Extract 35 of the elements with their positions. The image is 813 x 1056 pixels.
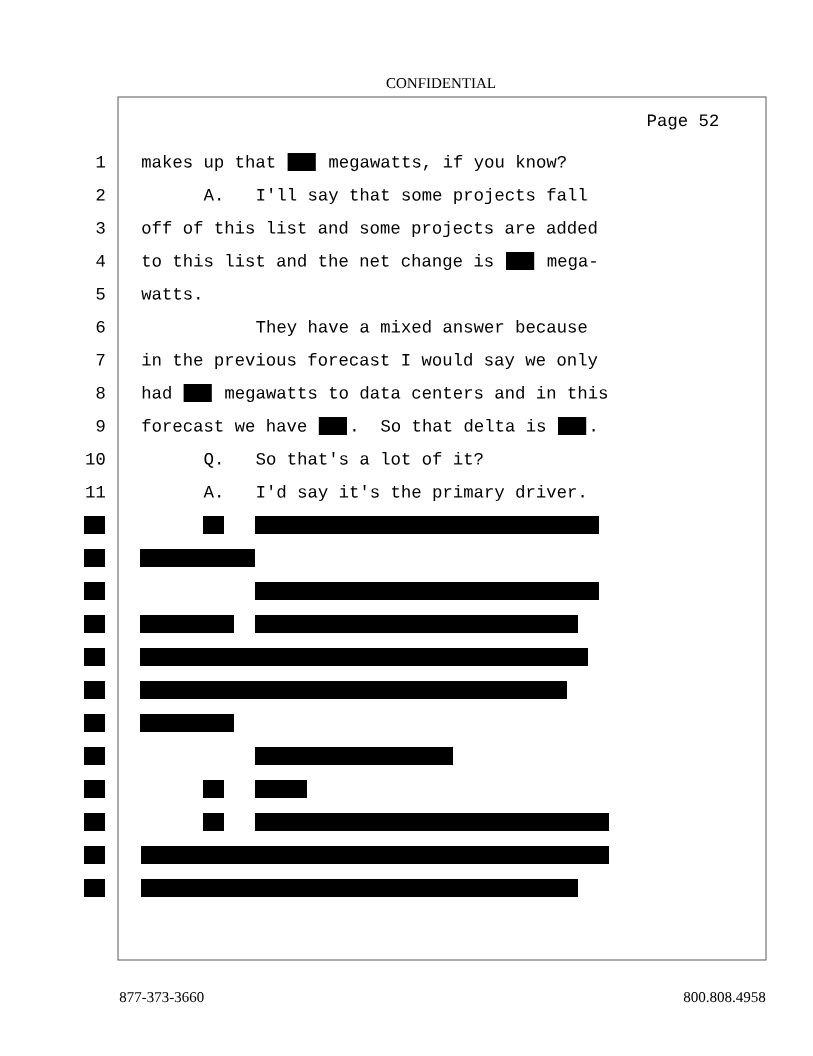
transcript-text: megawatts to data centers and in this — [225, 385, 608, 403]
transcript-text: forecast we have — [142, 418, 307, 432]
transcript-text: had — [142, 385, 171, 399]
line-number: 7 — [96, 354, 105, 366]
transcript-text: mega- — [547, 257, 596, 271]
transcript-text: to this list and the net change is — [142, 253, 493, 271]
line-number: 10 — [86, 452, 105, 465]
phone-number: 877-373-3660 — [119, 992, 204, 1003]
transcript-text: Q. — [204, 452, 221, 468]
line-number: 4 — [96, 255, 105, 267]
transcript-text: They have a mixed answer because — [256, 319, 587, 337]
line-number: 5 — [96, 288, 105, 300]
transcript-text: watts. — [141, 287, 200, 300]
line-number: 2 — [96, 188, 105, 201]
transcript-text: So that delta is — [381, 418, 546, 432]
phone-number: 800.808.4958 — [683, 992, 766, 1003]
transcript-text: I'll say that some projects fall — [257, 187, 587, 205]
transcript-text: . — [353, 429, 356, 432]
page-number: Page 52 — [648, 114, 719, 130]
line-number: 3 — [96, 221, 105, 234]
line-number: 11 — [86, 486, 105, 498]
line-number: 9 — [96, 419, 105, 432]
line-number: 6 — [96, 320, 105, 333]
transcript-text: So that's a lot of it? — [256, 451, 483, 465]
transcript-text: I'd say it's the primary driver. — [257, 484, 584, 502]
transcript-text: megawatts, if you know? — [329, 154, 566, 172]
transcript-text: in the previous forecast I would say we only — [142, 352, 598, 370]
transcript-text: makes up that — [142, 154, 275, 172]
transcript-text: . — [592, 429, 595, 432]
transcript-text: A. — [203, 486, 221, 498]
transcript-text: A. — [203, 189, 221, 201]
transcript-text: off of this list and some projects are added — [142, 220, 597, 238]
line-number: 1 — [96, 156, 105, 168]
line-number: 8 — [96, 386, 105, 399]
header-text: CONFIDENTIAL — [386, 78, 496, 89]
